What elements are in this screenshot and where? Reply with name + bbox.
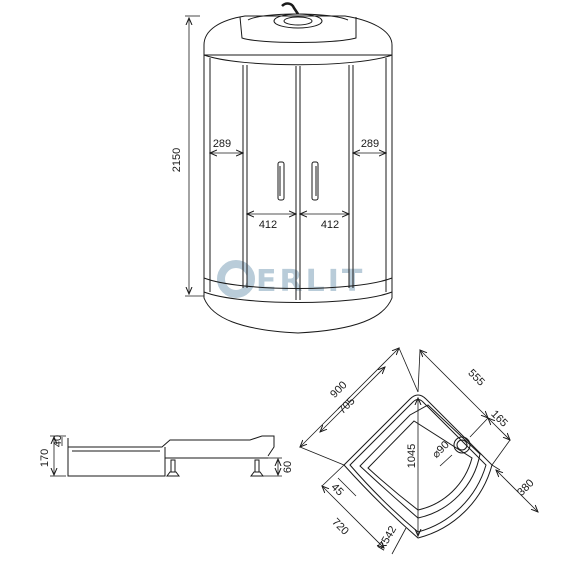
tray-profile-apron [67,447,166,477]
roof-top-panel [239,16,357,43]
plan-front-offset-label: 380 [515,477,536,498]
profile-leg-height-label: 60 [282,461,294,473]
cabin-roof [203,15,393,56]
plan-side-length-label: 555 [465,367,486,388]
tray-profile-labels: 170 40 60 [39,435,294,473]
cabin-side-frame [209,58,387,292]
profile-rim-height-label: 40 [52,435,64,447]
plan-ext-top-outer [398,347,419,393]
right-door-handle [311,161,319,201]
side-panel-edge-inner [242,65,354,288]
plan-radius-label: R542 [376,524,400,553]
plan-ext-left-outer [299,446,345,466]
overhead-shower-inner [283,16,313,26]
right-door-width-label: 412 [321,219,339,231]
tray-leg-left [170,459,176,473]
plan-ext-drain-edge [491,439,511,466]
watermark-logo-mark [217,260,255,298]
door-center-seam [295,66,301,300]
elevation-labels: 2150 289 289 412 412 [171,138,379,231]
tray-profile-top [67,435,275,457]
cabin-outer-frame [203,55,393,292]
elevation-dimensions [185,15,386,297]
tray-plan-dimensions [299,347,538,555]
plan-diagonal-label: 1045 [406,444,418,468]
total-height-label: 2150 [171,148,183,172]
handle-detail [279,166,317,196]
plan-drain-offset-line [488,418,510,440]
watermark-text: ERLIT [256,264,365,299]
plan-side-length-line [420,350,488,418]
plan-ext-side-drain [469,417,489,438]
plan-ext-span-left [321,464,345,487]
plan-ext-side-top [417,349,421,393]
shower-hose [281,2,300,15]
drain-hole-inner [456,439,468,451]
brand-watermark: ERLIT [217,260,365,299]
tray-plan-labels: 900 705 555 165 ⌀90 1045 45 380 720 R542 [328,367,536,553]
tray-profile-view [67,435,275,477]
profile-total-height-label: 170 [39,449,51,467]
tray-profile-dimensions [50,435,282,477]
left-door-width-label: 412 [259,219,277,231]
tray-basin-inner [367,420,473,511]
tray-front-apron [203,278,393,334]
plan-radius-leader [391,527,407,555]
plan-front-offset-line [496,470,538,512]
plan-drain-offset-label: 165 [488,408,509,429]
plan-inner-span-line [322,486,384,548]
roof-base-curve [203,54,393,66]
plan-drain-leader [439,454,453,467]
plan-ext-front [491,464,501,471]
tray-mid-curve [203,291,393,303]
plan-rim-width-label: 45 [329,481,346,498]
plan-inner-width-label: 705 [336,395,357,416]
tray-foot-right [250,471,264,477]
left-door-handle [277,161,285,201]
drain-hole [453,436,471,454]
plan-inner-span-label: 720 [329,516,350,537]
tray-leg-right [254,459,260,473]
right-side-width-label: 289 [361,138,379,150]
cabin-elevation-view [203,2,393,334]
plan-drain-diameter-label: ⌀90 [430,439,452,461]
plan-inner-width-line [320,367,385,432]
left-side-width-label: 289 [213,138,231,150]
tray-foot-left [166,471,180,477]
tray-top-curve [203,277,393,289]
side-panel-edge [246,65,350,288]
